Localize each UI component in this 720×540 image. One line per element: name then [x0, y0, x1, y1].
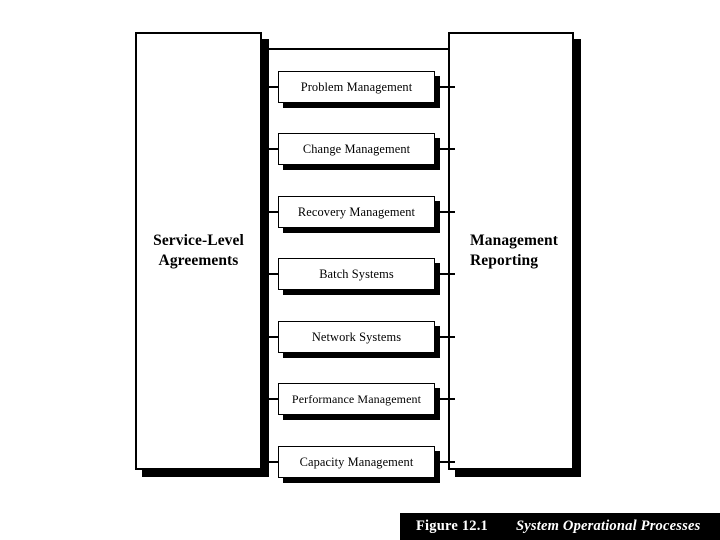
figure-caption-bar: Figure 12.1 System Operational Processes	[400, 513, 720, 540]
process-box-change-management[interactable]: Change Management	[278, 133, 440, 170]
process-label-3: Batch Systems	[319, 266, 394, 281]
process-label-6: Capacity Management	[299, 454, 414, 469]
connector-right-1	[440, 148, 455, 150]
process-box-batch-systems[interactable]: Batch Systems	[278, 258, 440, 295]
process-label-4: Network Systems	[311, 329, 402, 344]
connector-left-6	[262, 461, 278, 463]
process-face-0: Problem Management	[278, 71, 435, 103]
connector-left-2	[262, 211, 278, 213]
left-endpoint-label: Service-Level Agreements	[153, 232, 244, 269]
connector-left-1	[262, 148, 278, 150]
left-endpoint-box: Service-Level Agreements	[135, 32, 262, 470]
process-label-1: Change Management	[302, 141, 411, 156]
process-box-capacity-management[interactable]: Capacity Management	[278, 446, 440, 483]
connector-right-3	[440, 273, 455, 275]
process-label-5: Performance Management	[291, 391, 422, 406]
process-face-3: Batch Systems	[278, 258, 435, 290]
process-box-performance-management[interactable]: Performance Management	[278, 383, 440, 420]
process-face-2: Recovery Management	[278, 196, 435, 228]
process-box-network-systems[interactable]: Network Systems	[278, 321, 440, 358]
right-endpoint-label: Management Reporting	[470, 232, 558, 269]
process-face-4: Network Systems	[278, 321, 435, 353]
right-endpoint-box: Management Reporting	[448, 32, 574, 470]
process-box-recovery-management[interactable]: Recovery Management	[278, 196, 440, 233]
connector-right-2	[440, 211, 455, 213]
process-box-problem-management[interactable]: Problem Management	[278, 71, 440, 108]
figure-caption-title: System Operational Processes	[516, 518, 701, 534]
process-face-6: Capacity Management	[278, 446, 435, 478]
connector-left-3	[262, 273, 278, 275]
connector-left-4	[262, 336, 278, 338]
process-face-5: Performance Management	[278, 383, 435, 415]
left-endpoint-panel[interactable]: Service-Level Agreements	[135, 32, 269, 477]
process-face-1: Change Management	[278, 133, 435, 165]
figure-caption-number: Figure 12.1	[416, 518, 489, 534]
connector-left-0	[262, 86, 278, 88]
process-label-2: Recovery Management	[297, 204, 416, 219]
connector-right-5	[440, 398, 455, 400]
connector-right-6	[440, 461, 455, 463]
right-endpoint-panel[interactable]: Management Reporting	[448, 32, 581, 477]
connector-left-5	[262, 398, 278, 400]
process-label-0: Problem Management	[300, 79, 413, 94]
top-rail-connector	[262, 48, 455, 50]
connector-right-4	[440, 336, 455, 338]
connector-right-0	[440, 86, 455, 88]
